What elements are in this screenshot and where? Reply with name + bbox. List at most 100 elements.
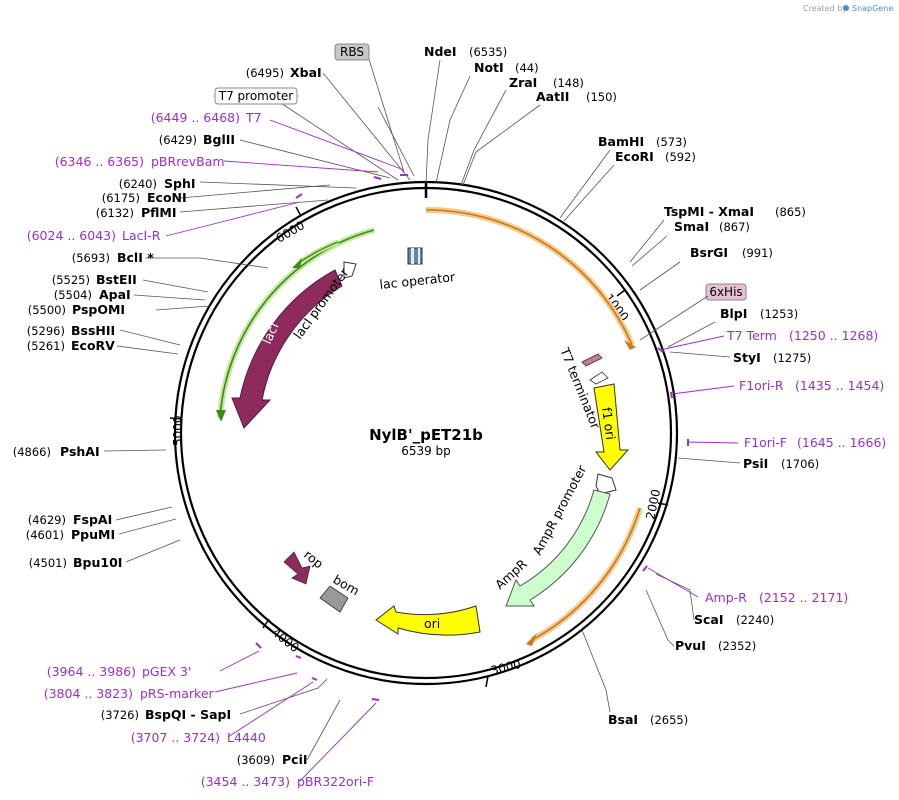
svg-text:StyI: StyI bbox=[733, 350, 761, 365]
svg-text:Bpu10I: Bpu10I bbox=[73, 555, 122, 570]
site-bpu10i[interactable]: (4501) Bpu10I bbox=[29, 555, 123, 570]
site-bsrgi[interactable]: BsrGI (991) bbox=[690, 245, 773, 260]
laci-feature[interactable] bbox=[231, 269, 343, 429]
svg-text:(1645 .. 1666): (1645 .. 1666) bbox=[797, 435, 886, 450]
site-pflmi[interactable]: (6132) PflMI bbox=[96, 205, 177, 220]
f1-ori-label: f1 ori bbox=[599, 406, 618, 440]
site-ndei[interactable]: NdeI (6535) bbox=[424, 44, 507, 59]
svg-text:(6429): (6429) bbox=[159, 133, 197, 147]
svg-text:SphI: SphI bbox=[164, 176, 196, 191]
rop-feature[interactable] bbox=[283, 551, 311, 585]
svg-text:(6535): (6535) bbox=[469, 45, 507, 59]
site-bglii[interactable]: (6429) BglII bbox=[159, 132, 235, 147]
svg-text:pBRrevBam: pBRrevBam bbox=[151, 154, 225, 169]
svg-text:(2240): (2240) bbox=[736, 613, 774, 627]
site-tspmi-xmai[interactable]: TspMI - XmaI (865) bbox=[664, 204, 806, 219]
site-xbai[interactable]: (6495) XbaI bbox=[246, 65, 322, 80]
site-pcii[interactable]: (3609) PciI bbox=[237, 752, 308, 767]
svg-text:EcoRI: EcoRI bbox=[615, 149, 654, 164]
site-econi[interactable]: (6175) EcoNI bbox=[102, 190, 187, 205]
t7-terminator-feature[interactable] bbox=[581, 353, 603, 367]
site-bspqi-sapi[interactable]: (3726) BspQI - SapI bbox=[101, 707, 231, 722]
svg-text:PpuMI: PpuMI bbox=[71, 527, 115, 542]
t7-promoter-box[interactable]: T7 promoter bbox=[214, 87, 298, 105]
site-psii[interactable]: PsiI (1706) bbox=[743, 456, 819, 471]
site-ecorv[interactable]: (5261) EcoRV bbox=[27, 338, 115, 353]
bom-feature[interactable] bbox=[319, 585, 349, 613]
site-pspomi[interactable]: (5500) PspOMI bbox=[28, 302, 125, 317]
site-smai[interactable]: SmaI (867) bbox=[674, 219, 750, 234]
svg-text:TspMI - XmaI: TspMI - XmaI bbox=[664, 204, 754, 219]
svg-text:(3726): (3726) bbox=[101, 708, 139, 722]
site-bcli[interactable]: (5693) BclI * bbox=[72, 250, 154, 265]
svg-text:BglII: BglII bbox=[203, 132, 235, 147]
site-aatii[interactable]: AatII (150) bbox=[536, 89, 617, 104]
svg-text:FspAI: FspAI bbox=[73, 512, 112, 527]
site-ecori[interactable]: EcoRI (592) bbox=[615, 149, 696, 164]
svg-text:(6346 .. 6365): (6346 .. 6365) bbox=[55, 154, 144, 169]
primer-pbrrevbam[interactable]: (6346 .. 6365) pBRrevBam bbox=[55, 154, 225, 169]
primer-pbr322ori-f[interactable]: (3454 .. 3473) pBR322ori-F bbox=[201, 774, 374, 789]
orf-arc-top bbox=[425, 209, 633, 346]
site-bsai[interactable]: BsaI (2655) bbox=[608, 712, 688, 727]
svg-text:LacI-R: LacI-R bbox=[122, 228, 161, 243]
primer-prs-marker[interactable]: (3804 .. 3823) pRS-marker bbox=[44, 686, 215, 701]
primer-pgex3[interactable]: (3964 .. 3986) pGEX 3' bbox=[47, 664, 192, 679]
snapgene-logo-icon bbox=[843, 5, 849, 11]
svg-text:pBR322ori-F: pBR322ori-F bbox=[297, 774, 374, 789]
svg-text:BsrGI: BsrGI bbox=[690, 245, 728, 260]
site-bsshii[interactable]: (5296) BssHII bbox=[27, 323, 115, 338]
svg-text:PsiI: PsiI bbox=[743, 456, 768, 471]
rbs-box[interactable]: RBS bbox=[334, 43, 370, 61]
svg-text:BsaI: BsaI bbox=[608, 712, 638, 727]
svg-text:PvuI: PvuI bbox=[675, 638, 706, 653]
site-pshai[interactable]: (4866) PshAI bbox=[13, 444, 100, 459]
primer-t7[interactable]: (6449 .. 6468) T7 bbox=[151, 110, 262, 125]
primer-laci-r[interactable]: (6024 .. 6043) LacI-R bbox=[27, 228, 161, 243]
site-blpi[interactable]: BlpI (1253) bbox=[720, 306, 798, 321]
snapgene-logo-text: SnapGene bbox=[852, 4, 893, 13]
site-styi[interactable]: StyI (1275) bbox=[733, 350, 811, 365]
site-apai[interactable]: (5504) ApaI bbox=[54, 287, 131, 302]
tick-2000: 2000 bbox=[643, 488, 669, 521]
site-scai[interactable]: ScaI (2240) bbox=[694, 612, 774, 627]
svg-text:SmaI: SmaI bbox=[674, 219, 709, 234]
ampr-feature[interactable] bbox=[505, 489, 611, 607]
primer-t7-term[interactable]: T7 Term (1250 .. 1268) bbox=[726, 328, 878, 343]
svg-text:(4501): (4501) bbox=[29, 556, 67, 570]
svg-text:BspQI - SapI: BspQI - SapI bbox=[145, 707, 231, 722]
plasmid-length: 6539 bp bbox=[401, 444, 451, 458]
svg-text:AatII: AatII bbox=[536, 89, 569, 104]
svg-text:PciI: PciI bbox=[282, 752, 308, 767]
site-bamhi[interactable]: BamHI (573) bbox=[598, 134, 687, 149]
ampr-promoter-arrow[interactable] bbox=[595, 473, 617, 495]
primer-l4440[interactable]: (3707 .. 3724) L4440 bbox=[131, 730, 266, 745]
f1-ori-feature[interactable] bbox=[593, 383, 630, 471]
svg-text:(5504): (5504) bbox=[54, 288, 92, 302]
svg-text:(6024 .. 6043): (6024 .. 6043) bbox=[27, 228, 116, 243]
ori-feature[interactable] bbox=[375, 605, 481, 636]
svg-text:Amp-R: Amp-R bbox=[705, 590, 747, 605]
site-ppumi[interactable]: (4601) PpuMI bbox=[26, 527, 115, 542]
site-noti[interactable]: NotI (44) bbox=[474, 60, 539, 75]
primer-f1ori-r[interactable]: F1ori-R (1435 .. 1454) bbox=[739, 378, 884, 393]
site-bsteii[interactable]: (5525) BstEII bbox=[52, 272, 137, 287]
plasmid-name: NylB'_pET21b bbox=[369, 426, 483, 444]
lac-operator-label: lac operator bbox=[379, 269, 457, 292]
svg-text:3000: 3000 bbox=[489, 657, 522, 678]
svg-text:6xHis: 6xHis bbox=[709, 285, 742, 299]
laci-promoter-arrow[interactable] bbox=[343, 261, 357, 279]
primer-amp-r[interactable]: Amp-R (2152 .. 2171) bbox=[705, 590, 848, 605]
svg-text:EcoNI: EcoNI bbox=[147, 190, 187, 205]
svg-text:F1ori-F: F1ori-F bbox=[744, 435, 787, 450]
site-fspai[interactable]: (4629) FspAI bbox=[28, 512, 113, 527]
svg-text:PflMI: PflMI bbox=[141, 205, 177, 220]
svg-text:T7 promoter: T7 promoter bbox=[218, 89, 294, 103]
primer-f1ori-f[interactable]: F1ori-F (1645 .. 1666) bbox=[744, 435, 886, 450]
site-sphi[interactable]: (6240) SphI bbox=[119, 176, 196, 191]
svg-text:(3804 .. 3823): (3804 .. 3823) bbox=[44, 686, 133, 701]
svg-text:(5500): (5500) bbox=[28, 303, 66, 317]
site-pvui[interactable]: PvuI (2352) bbox=[675, 638, 756, 653]
6xhis-box[interactable]: 6xHis bbox=[705, 283, 747, 301]
site-zrai[interactable]: ZraI (148) bbox=[509, 75, 584, 90]
